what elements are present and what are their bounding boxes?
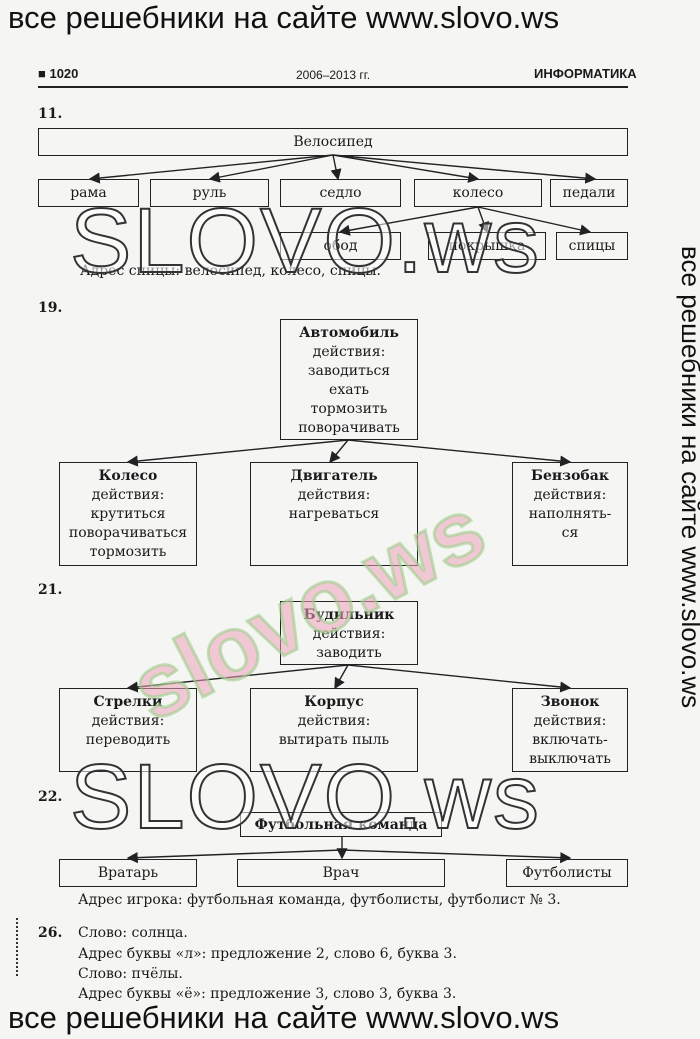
korpus-action: вытирать пыль (278, 732, 390, 748)
node-budilnik: Будильник действия: заводить (280, 601, 418, 665)
node-obod: обод (280, 232, 401, 260)
zvonok-action: включать- (532, 732, 608, 748)
dvigatel-title: Двигатель (290, 468, 378, 484)
koleso-title: Колесо (98, 468, 158, 484)
node-koleso: колесо (414, 179, 542, 207)
node-avtomobil: Автомобиль действия: заводиться ехать то… (280, 319, 418, 440)
korpus-title: Корпус (304, 694, 364, 710)
top-banner: все решебники на сайте www.slovo.ws (8, 0, 560, 35)
task-22-number: 22. (38, 789, 63, 805)
watermark-outline-bottom: SLOVO.ws (70, 746, 541, 848)
watermark-outline-top: SLOVO.ws (70, 190, 541, 292)
node-pedali: педали (550, 179, 628, 207)
zvonok-title: Звонок (540, 694, 600, 710)
koleso-action-header: действия: (91, 487, 165, 503)
task-26-line: Адрес буквы «ё»: предложение 3, слово 3,… (78, 986, 457, 1002)
page-number-value: 1020 (49, 66, 79, 81)
header-rule (38, 86, 628, 88)
node-vratar: Вратарь (59, 859, 197, 887)
header-years: 2006–2013 гг. (296, 68, 371, 82)
page-number: ■ 1020 (38, 66, 79, 81)
task-11-number: 11. (38, 106, 63, 122)
korpus-action-header: действия: (297, 713, 371, 729)
budilnik-action: заводить (316, 645, 382, 661)
watermark-color: slovo.ws (116, 479, 500, 741)
avtomobil-action: тормозить (310, 401, 388, 417)
task-26-number: 26. (38, 925, 63, 941)
dvigatel-action: нагреваться (288, 506, 380, 522)
avtomobil-action-header: действия: (312, 344, 386, 360)
benzobak-action: наполнять- (528, 506, 612, 522)
node-futbolisty: Футболисты (506, 859, 628, 887)
avtomobil-title: Автомобиль (299, 325, 399, 341)
node-velosiped: Велосипед (38, 128, 628, 156)
zvonok-action: выключать (529, 751, 611, 767)
avtomobil-action: ехать (329, 382, 369, 398)
strelki-action-header: действия: (91, 713, 165, 729)
node-sedlo: седло (280, 179, 401, 207)
benzobak-title: Бензобак (531, 468, 609, 484)
node-vrach: Врач (237, 859, 445, 887)
node-dvigatel: Двигатель действия: нагреваться (250, 462, 418, 566)
budilnik-title: Будильник (303, 607, 395, 623)
node-korpus: Корпус действия: вытирать пыль (250, 688, 418, 772)
node-pokryshka: покрышка (428, 232, 546, 260)
node-futbolnaya-komanda: Футбольная команда (240, 812, 442, 837)
benzobak-action: ся (561, 525, 579, 541)
task-11-address: Адрес спицы: велосипед, колесо, спицы. (80, 263, 381, 279)
margin-dots (16, 918, 18, 976)
side-banner: все решебники на сайте www.slovo.ws (676, 246, 700, 709)
node-spicy: спицы (556, 232, 628, 260)
task-22-address: Адрес игрока: футбольная команда, футбол… (78, 892, 561, 908)
budilnik-action-header: действия: (312, 626, 386, 642)
koleso-action: поворачиваться (68, 525, 188, 541)
task-26-line: Слово: пчёлы. (78, 966, 183, 982)
header-subject: ИНФОРМАТИКА (534, 66, 637, 81)
strelki-action: переводить (85, 732, 171, 748)
strelki-title: Стрелки (93, 694, 163, 710)
task-21-number: 21. (38, 582, 63, 598)
bottom-banner: все решебники на сайте www.slovo.ws (8, 1000, 560, 1035)
task-26-line: Слово: солнца. (78, 925, 188, 941)
task-19-number: 19. (38, 300, 63, 316)
koleso-action: крутиться (90, 506, 166, 522)
benzobak-action-header: действия: (533, 487, 607, 503)
task-26-line: Адрес буквы «л»: предложение 2, слово 6,… (78, 946, 457, 962)
koleso-action: тормозить (89, 544, 167, 560)
node-strelki: Стрелки действия: переводить (59, 688, 197, 772)
node-benzobak: Бензобак действия: наполнять- ся (512, 462, 628, 566)
node-zvonok: Звонок действия: включать- выключать (512, 688, 628, 772)
node-rul: руль (150, 179, 269, 207)
avtomobil-action: поворачивать (298, 420, 400, 436)
avtomobil-action: заводиться (307, 363, 391, 379)
dvigatel-action-header: действия: (297, 487, 371, 503)
zvonok-action-header: действия: (533, 713, 607, 729)
node-koleso-19: Колесо действия: крутиться поворачиватьс… (59, 462, 197, 566)
node-rama: рама (38, 179, 139, 207)
